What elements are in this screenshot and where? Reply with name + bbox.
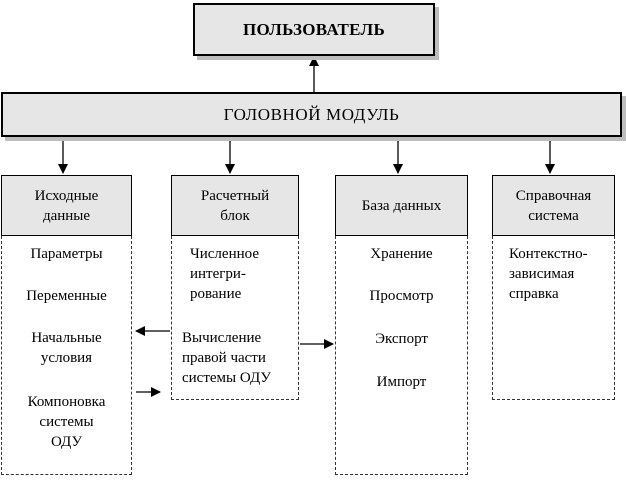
column-header-line: блок <box>220 207 250 224</box>
list-item-line: правой части <box>182 350 266 366</box>
column-body-calc-block: Численное интегри-рование Вычисление право… <box>171 236 299 400</box>
column-header-line: данные <box>42 207 91 224</box>
column-body-help-system: Контекстно-зависимая справка <box>492 236 615 400</box>
list-item-line: системы ОДУ <box>182 370 271 386</box>
head-module-box: ГОЛОВНОЙ МОДУЛЬ <box>1 92 622 137</box>
column-header-source-data: Исходные данные <box>1 175 132 236</box>
list-item-line: системы <box>39 414 94 430</box>
list-item: Численное интегри-рование <box>172 244 298 304</box>
column-header-line: Исходные <box>34 187 99 204</box>
list-item: Вычисление правой части системы ОДУ <box>172 328 298 388</box>
list-item: Экспорт <box>375 331 428 347</box>
head-module-label: ГОЛОВНОЙ МОДУЛЬ <box>223 104 400 124</box>
list-item-line: Контекстно- <box>509 246 588 262</box>
list-item-line: Численное <box>190 246 259 262</box>
list-item: Контекстно-зависимая справка <box>493 244 614 304</box>
list-item-line: справка <box>509 286 559 302</box>
column-header-line: Расчетный <box>200 187 270 204</box>
list-item-line: рование <box>190 286 242 302</box>
user-box: ПОЛЬЗОВАТЕЛЬ <box>193 3 435 56</box>
list-item: Импорт <box>376 374 427 390</box>
list-item-line: зависимая <box>509 266 575 282</box>
list-item-line: ОДУ <box>50 434 83 450</box>
column-header-line: Справочная <box>515 187 592 204</box>
list-item-line: Вычисление <box>182 330 262 346</box>
list-item: Просмотр <box>369 288 434 304</box>
list-item: Хранение <box>370 246 433 262</box>
list-item: Параметры <box>30 246 103 262</box>
column-header-help-system: Справочная система <box>492 175 615 236</box>
user-box-label: ПОЛЬЗОВАТЕЛЬ <box>242 19 386 39</box>
list-item-line: интегри- <box>190 266 246 282</box>
column-header-line: База данных <box>361 197 442 214</box>
column-body-database: Хранение Просмотр Экспорт Импорт <box>335 236 468 475</box>
list-item-line: условия <box>40 350 93 366</box>
list-item: Переменные <box>26 288 107 304</box>
column-header-database: База данных <box>335 175 468 236</box>
list-item-line: Начальные <box>31 330 102 346</box>
list-item: Начальные условия <box>2 328 131 368</box>
column-header-calc-block: Расчетный блок <box>171 175 299 236</box>
list-item-line: Компоновка <box>27 394 106 410</box>
column-header-line: система <box>528 207 579 224</box>
column-body-source-data: Параметры Переменные Начальные условия Ко… <box>1 236 132 475</box>
